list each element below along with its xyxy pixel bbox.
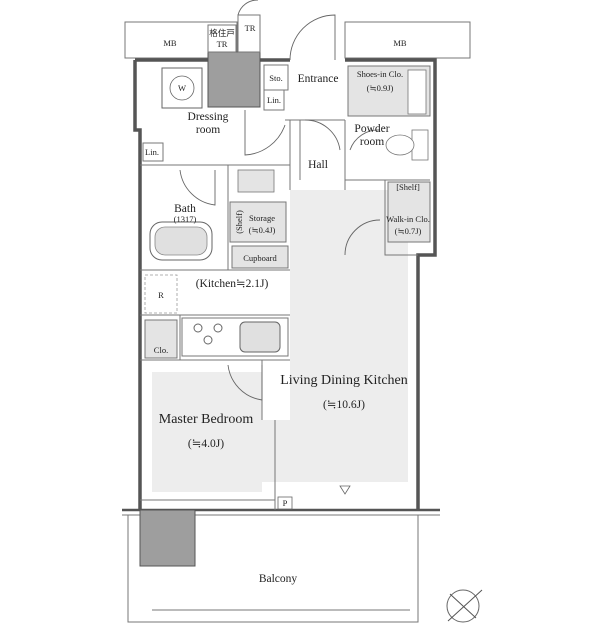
burner-1	[193, 323, 203, 333]
compass-needle	[447, 589, 483, 622]
bath-tub-inner	[154, 226, 208, 256]
walkin-door	[344, 219, 381, 256]
lin-dressing-box	[263, 89, 285, 111]
compass-cross	[449, 593, 477, 619]
powder-label-1: Powder	[354, 123, 389, 135]
walk-in-clo-label: Walk-in Clo.	[386, 214, 430, 224]
clo-box	[144, 319, 178, 359]
mb-left-label: MB	[163, 38, 177, 48]
storage-size: (≒0.4J)	[249, 225, 276, 235]
refrigerator-label: R	[158, 290, 164, 300]
bed-zone	[152, 372, 262, 492]
kakushido-label-2: TR	[217, 39, 228, 49]
entry-arrow	[339, 485, 351, 495]
outdoor-unit	[139, 509, 196, 567]
tr-door	[237, 0, 258, 16]
sto-label: Sto.	[269, 73, 282, 83]
vanity	[237, 169, 275, 193]
kitchen-label: (Kitchen≒2.1J)	[196, 278, 269, 290]
mb-right-label: MB	[393, 38, 407, 48]
cupboard-box	[231, 245, 289, 269]
washer-label: W	[178, 83, 186, 93]
burner-3	[203, 335, 213, 345]
balcony-outline	[127, 515, 419, 623]
dressing-door	[244, 110, 286, 156]
kakushido-box	[207, 24, 237, 53]
entrance-door	[289, 14, 336, 61]
hall-door	[304, 119, 341, 151]
mb-right-box	[344, 21, 471, 59]
bath-door	[179, 169, 216, 206]
tr-box	[237, 14, 261, 53]
storage-label: Storage	[249, 213, 275, 223]
refrigerator-space	[144, 274, 178, 314]
mb-left-box	[124, 21, 238, 59]
washer-box	[161, 67, 203, 109]
balcony-label: Balcony	[259, 573, 298, 585]
bedroom-door	[227, 364, 263, 401]
pipe-label: P	[283, 498, 288, 508]
master-bedroom-size: (≒4.0J)	[188, 438, 224, 450]
clo-label: Clo.	[154, 345, 168, 355]
pipe-shaft	[207, 51, 261, 108]
dressing-label-2: room	[196, 124, 220, 136]
tr-label: TR	[245, 23, 256, 33]
walk-in-clo-size: (≒0.7J)	[395, 226, 422, 236]
lin-bath-label: Lin.	[145, 147, 159, 157]
kakushido-label-1: 格住戸	[209, 28, 235, 38]
lin-dressing-label: Lin.	[267, 95, 281, 105]
storage-box	[229, 201, 287, 243]
bath-label: Bath	[174, 203, 196, 215]
compass-icon	[446, 589, 480, 623]
shoes-shelf	[407, 69, 427, 115]
shelf-top-label: [Shelf]	[396, 182, 420, 192]
pipe-p-box	[277, 496, 293, 510]
powder-label-2: room	[360, 136, 384, 148]
dressing-label-1: Dressing	[188, 111, 229, 123]
walk-in-clo-box	[387, 181, 431, 243]
washer-drum	[169, 75, 195, 101]
shoes-in-clo-label: Shoes-in Clo.	[357, 69, 403, 79]
hall-label: Hall	[308, 159, 328, 171]
shoes-in-clo-size: (≒0.9J)	[367, 83, 394, 93]
powder-door	[349, 129, 381, 151]
living-label: Living Dining Kitchen	[280, 373, 408, 388]
kitchen-sink	[239, 321, 281, 353]
cupboard-label: Cupboard	[243, 253, 277, 263]
burner-2	[213, 323, 223, 333]
master-bedroom-label: Master Bedroom	[159, 412, 254, 427]
bath-size: (1317)	[174, 214, 197, 224]
entrance-label: Entrance	[298, 73, 339, 85]
shelf-side-label: (Shelf)	[234, 210, 244, 234]
lin-bath-box	[142, 142, 164, 162]
toilet	[385, 134, 415, 156]
living-size: (≒10.6J)	[323, 399, 365, 411]
